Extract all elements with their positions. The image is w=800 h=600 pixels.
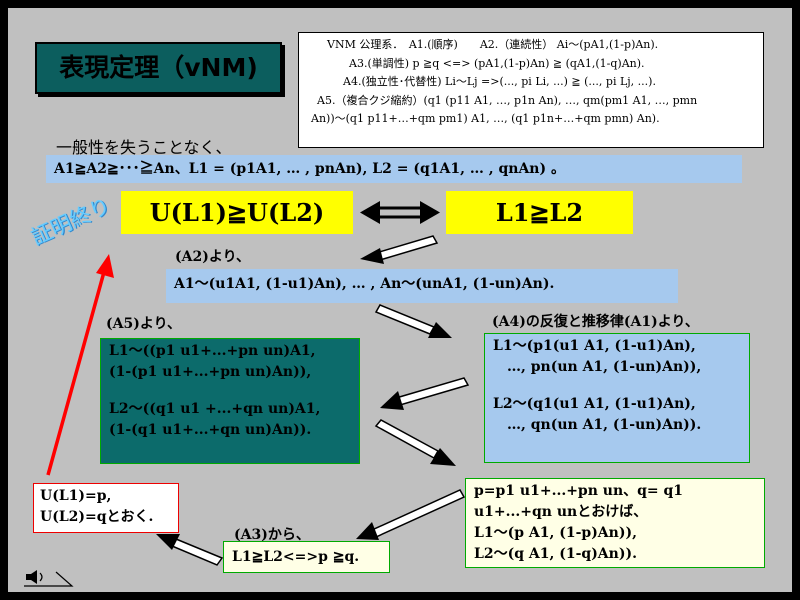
red-up-arrow-icon xyxy=(46,254,114,476)
flow-arrows xyxy=(46,201,470,566)
a4-line: …, qn(un A1, (1-un)An)). xyxy=(507,417,702,433)
a4-line: L1〜(p1(u1 A1, (1-u1)An), xyxy=(493,338,696,354)
axiom-line: A3.(単調性) p ≧q <=> (pA1,(1-p)An) ≧ (qA1,(… xyxy=(349,56,645,70)
pq-box: p=p1 u1+...+pn un、q= q1 u1+...+qn unとおけば… xyxy=(465,478,765,568)
a5-line: (1-(p1 u1+...+pn un)An)), xyxy=(109,364,312,380)
pq-line: u1+...+qn unとおけば、 xyxy=(474,504,648,520)
a4-line: L2〜(q1(u1 A1, (1-u1)An), xyxy=(493,396,696,412)
slide-panel: 表現定理（vNM) VNM 公理系． A1.(順序) A2.（連続性） Ai〜(… xyxy=(8,8,792,592)
a2-label: (A2)より、 xyxy=(175,249,251,265)
a4-line: …, pn(un A1, (1-un)An)), xyxy=(507,359,702,375)
u-line: U(L1)=p, xyxy=(40,488,112,504)
a3-label: (A3)から、 xyxy=(234,527,310,543)
axiom-line: VNM 公理系． A1.(順序) A2.（連続性） Ai〜(pA1,(1-p)A… xyxy=(327,38,659,51)
a5-line: L2〜((q1 u1 +...+qn un)A1, xyxy=(109,401,321,417)
down-right-arrow-icon xyxy=(374,419,456,466)
down-left-arrow-icon xyxy=(356,489,466,540)
a5-line: L1〜((p1 u1+...+pn un)A1, xyxy=(109,343,316,359)
axioms-box: VNM 公理系． A1.(順序) A2.（連続性） Ai〜(pA1,(1-p)A… xyxy=(298,32,764,148)
axiom-line: A5.（複合クジ縮約）(q1 (p11 A1, …, p1n An), …, q… xyxy=(317,93,698,107)
pq-line: p=p1 u1+...+pn un、q= q1 xyxy=(474,483,684,499)
lottery-inequality: L1≧L2 xyxy=(446,191,633,234)
page-title: 表現定理（vNM) xyxy=(35,42,282,94)
pq-line: L1〜(p A1, (1-p)An)), xyxy=(474,525,637,541)
a4-label: (A4)の反復と推移律(A1)より、 xyxy=(492,314,699,330)
a5-label: (A5)より、 xyxy=(106,316,182,332)
a4-box: L1〜(p1(u1 A1, (1-u1)An), …, pn(un A1, (1… xyxy=(484,333,750,463)
left-arrow-icon xyxy=(156,534,224,566)
axiom-line: A4.(独立性･代替性) Li〜Lj =>(..., pi Li, ...) ≧… xyxy=(343,75,656,88)
a2-text: A1〜(u1A1, (1-u1)An), … , An〜(unA1, (1-un… xyxy=(166,269,678,303)
down-left-arrow-icon xyxy=(380,377,470,410)
pq-line: L2〜(q A1, (1-q)An)). xyxy=(474,546,637,562)
u-line: U(L2)=qとおく. xyxy=(40,509,154,525)
utility-inequality: U(L1)≧U(L2) xyxy=(121,191,353,234)
down-right-arrow-icon xyxy=(374,304,452,338)
equivalence-arrow-icon xyxy=(360,201,440,224)
a5-box: L1〜((p1 u1+...+pn un)A1, (1-(p1 u1+...+p… xyxy=(100,338,360,464)
a5-line: (1-(q1 u1+...+qn un)An)). xyxy=(109,422,312,438)
sound-speaker-icon[interactable] xyxy=(20,566,76,588)
a3-box: L1≧L2<=>p ≧q. xyxy=(223,541,390,573)
utility-assignment-box: U(L1)=p, U(L2)=qとおく. xyxy=(33,483,179,533)
intro-text: 一般性を失うことなく、 xyxy=(56,138,232,157)
setup-text: A1≧A2≧･･･≧An、L1 = (p1A1, … , pnAn), L2 =… xyxy=(46,155,742,183)
down-left-arrow-icon xyxy=(360,235,439,264)
axiom-line: An))〜(q1 p11+…+qm pm1) A1, …, (q1 p1n+…+… xyxy=(311,112,660,125)
